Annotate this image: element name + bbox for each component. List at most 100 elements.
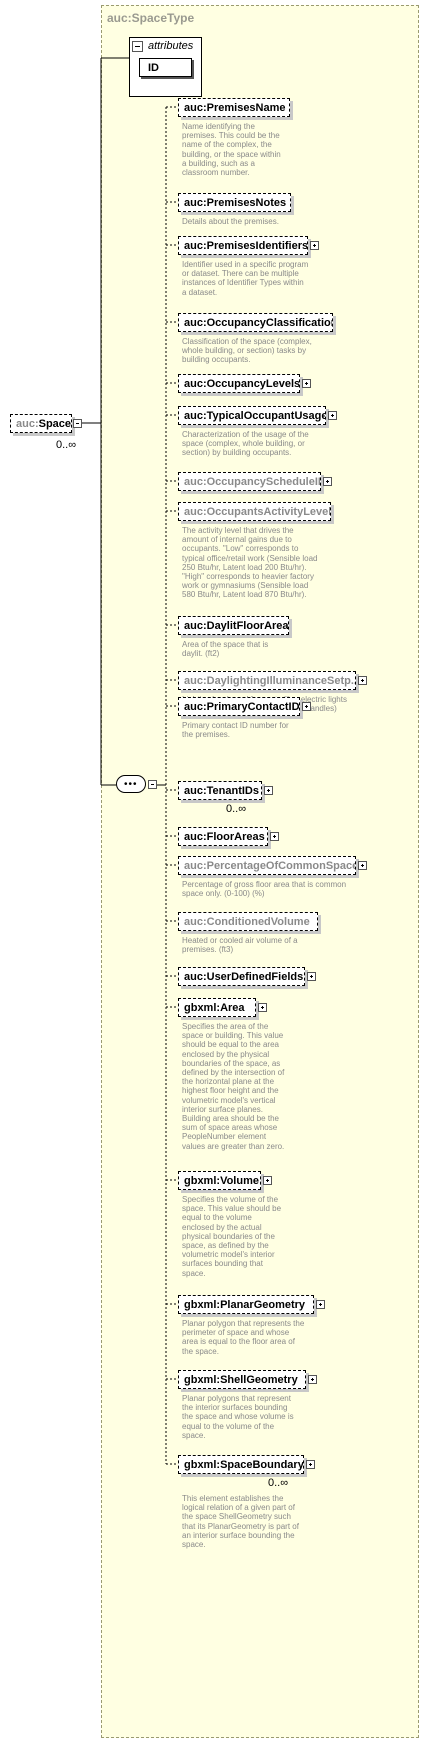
element-description: Area of the space that is daylit. (ft2): [182, 640, 269, 659]
element-prefix: auc:: [184, 240, 207, 252]
expand-icon[interactable]: [310, 241, 319, 250]
element-description: Identifier used in a specific program or…: [182, 260, 309, 297]
element-name: PercentageOfCommonSpace: [206, 860, 356, 872]
element-prefix: auc:: [184, 860, 207, 872]
expand-icon[interactable]: [328, 411, 337, 420]
element-description: The activity level that drives the amoun…: [182, 526, 318, 600]
element-name: PremisesName: [206, 102, 286, 114]
element-description: Name identifying the premises. This coul…: [182, 122, 281, 178]
element-floorareas[interactable]: auc:FloorAreas: [178, 827, 268, 846]
element-percentageofcommonspace[interactable]: auc:PercentageOfCommonSpace: [178, 856, 356, 875]
element-prefix: auc:: [184, 410, 207, 422]
element-typicaloccupantusages[interactable]: auc:TypicalOccupantUsages: [178, 406, 326, 425]
element-name: UserDefinedFields: [206, 971, 304, 983]
element-description: Specifies the volume of the space. This …: [182, 1195, 282, 1278]
attributes-box: attributes ID: [129, 37, 202, 97]
attribute-id[interactable]: ID: [139, 58, 192, 77]
expand-icon[interactable]: [302, 379, 311, 388]
element-prefix: auc:: [184, 102, 207, 114]
expand-icon[interactable]: [270, 832, 279, 841]
element-prefix: auc:: [184, 675, 207, 687]
element-shellgeometry[interactable]: gbxml:ShellGeometry: [178, 1370, 306, 1389]
element-prefix: auc:: [184, 620, 207, 632]
element-name: Volume: [220, 1175, 259, 1187]
element-prefix: gbxml:: [184, 1374, 221, 1386]
element-name: OccupancyLevels: [206, 378, 300, 390]
element-primarycontactid[interactable]: auc:PrimaryContactID: [178, 697, 300, 716]
element-daylitfloorarea[interactable]: auc:DaylitFloorArea: [178, 616, 289, 635]
attributes-title: attributes: [148, 40, 194, 52]
element-volume[interactable]: gbxml:Volume: [178, 1171, 261, 1190]
element-name: DaylitFloorArea: [206, 620, 289, 632]
element-name: OccupancyClassification: [206, 317, 333, 329]
element-occupancyscheduleids[interactable]: auc:OccupancyScheduleIDs: [178, 472, 321, 491]
element-prefix: gbxml:: [184, 1299, 221, 1311]
element-prefix: auc:: [184, 378, 207, 390]
element-name: ConditionedVolume: [206, 916, 310, 928]
element-name: PremisesNotes: [206, 197, 287, 209]
collapse-space-icon[interactable]: [73, 419, 82, 428]
element-premisesidentifiers[interactable]: auc:PremisesIdentifiers: [178, 236, 308, 255]
expand-icon[interactable]: [307, 972, 316, 981]
element-prefix: auc:: [184, 831, 207, 843]
collapse-sequence-icon[interactable]: [148, 780, 157, 789]
element-description: Characterization of the usage of the spa…: [182, 430, 309, 458]
expand-icon[interactable]: [258, 1003, 267, 1012]
element-prefix: gbxml:: [184, 1002, 221, 1014]
root-name: Space: [38, 418, 72, 430]
element-prefix: auc:: [184, 701, 207, 713]
expand-icon[interactable]: [316, 1300, 325, 1309]
expand-icon[interactable]: [263, 1176, 272, 1185]
element-daylightingilluminancesetp[interactable]: auc:DaylightingIlluminanceSetp...: [178, 671, 356, 690]
root-occurrence: 0..∞: [56, 439, 77, 451]
element-occurrence: 0..∞: [226, 803, 247, 815]
element-name: TypicalOccupantUsages: [206, 410, 326, 422]
element-description: Primary contact ID number for the premis…: [182, 721, 289, 740]
root-element-space[interactable]: auc:Space: [10, 414, 72, 433]
expand-icon[interactable]: [264, 786, 273, 795]
sequence-compositor[interactable]: •••: [116, 775, 146, 793]
element-tenantids[interactable]: auc:TenantIDs: [178, 781, 262, 800]
element-premisesnotes[interactable]: auc:PremisesNotes: [178, 193, 291, 212]
element-occupantsactivitylevel[interactable]: auc:OccupantsActivityLevel: [178, 502, 331, 521]
element-prefix: auc:: [184, 197, 207, 209]
expand-icon[interactable]: [323, 477, 332, 486]
element-prefix: auc:: [184, 506, 207, 518]
type-title: auc:SpaceType: [107, 11, 195, 25]
element-spaceboundary[interactable]: gbxml:SpaceBoundary: [178, 1455, 304, 1474]
element-area[interactable]: gbxml:Area: [178, 998, 256, 1017]
element-name: PlanarGeometry: [220, 1299, 306, 1311]
element-name: SpaceBoundary: [220, 1459, 304, 1471]
element-prefix: gbxml:: [184, 1175, 221, 1187]
element-occupancylevels[interactable]: auc:OccupancyLevels: [178, 374, 300, 393]
collapse-attributes-icon[interactable]: [132, 41, 143, 52]
element-name: Area: [220, 1002, 245, 1014]
element-name: OccupantsActivityLevel: [206, 506, 331, 518]
element-prefix: gbxml:: [184, 1459, 221, 1471]
element-userdefinedfields[interactable]: auc:UserDefinedFields: [178, 967, 305, 986]
element-planargeometry[interactable]: gbxml:PlanarGeometry: [178, 1295, 314, 1314]
expand-icon[interactable]: [308, 1375, 317, 1384]
element-name: FloorAreas: [206, 831, 265, 843]
element-name: ShellGeometry: [220, 1374, 298, 1386]
element-description: Specifies the area of the space or build…: [182, 1022, 285, 1151]
expand-icon[interactable]: [302, 702, 311, 711]
expand-icon[interactable]: [358, 676, 367, 685]
element-description: Details about the premises.: [182, 217, 279, 226]
element-description: Planar polygon that represents the perim…: [182, 1319, 305, 1356]
element-conditionedvolume[interactable]: auc:ConditionedVolume: [178, 912, 318, 931]
sequence-dots-icon: •••: [124, 779, 138, 790]
expand-icon[interactable]: [358, 861, 367, 870]
element-description: Percentage of gross floor area that is c…: [182, 880, 347, 899]
element-premisesname[interactable]: auc:PremisesName: [178, 98, 290, 117]
element-prefix: auc:: [184, 317, 207, 329]
expand-icon[interactable]: [306, 1460, 315, 1469]
element-description: Classification of the space (complex, wh…: [182, 337, 312, 365]
element-occupancyclassification[interactable]: auc:OccupancyClassification: [178, 313, 333, 332]
element-prefix: auc:: [184, 916, 207, 928]
element-name: PremisesIdentifiers: [206, 240, 308, 252]
element-description: Planar polygons that represent the inter…: [182, 1394, 294, 1440]
element-name: PrimaryContactID: [206, 701, 300, 713]
root-prefix: auc:: [16, 418, 39, 430]
